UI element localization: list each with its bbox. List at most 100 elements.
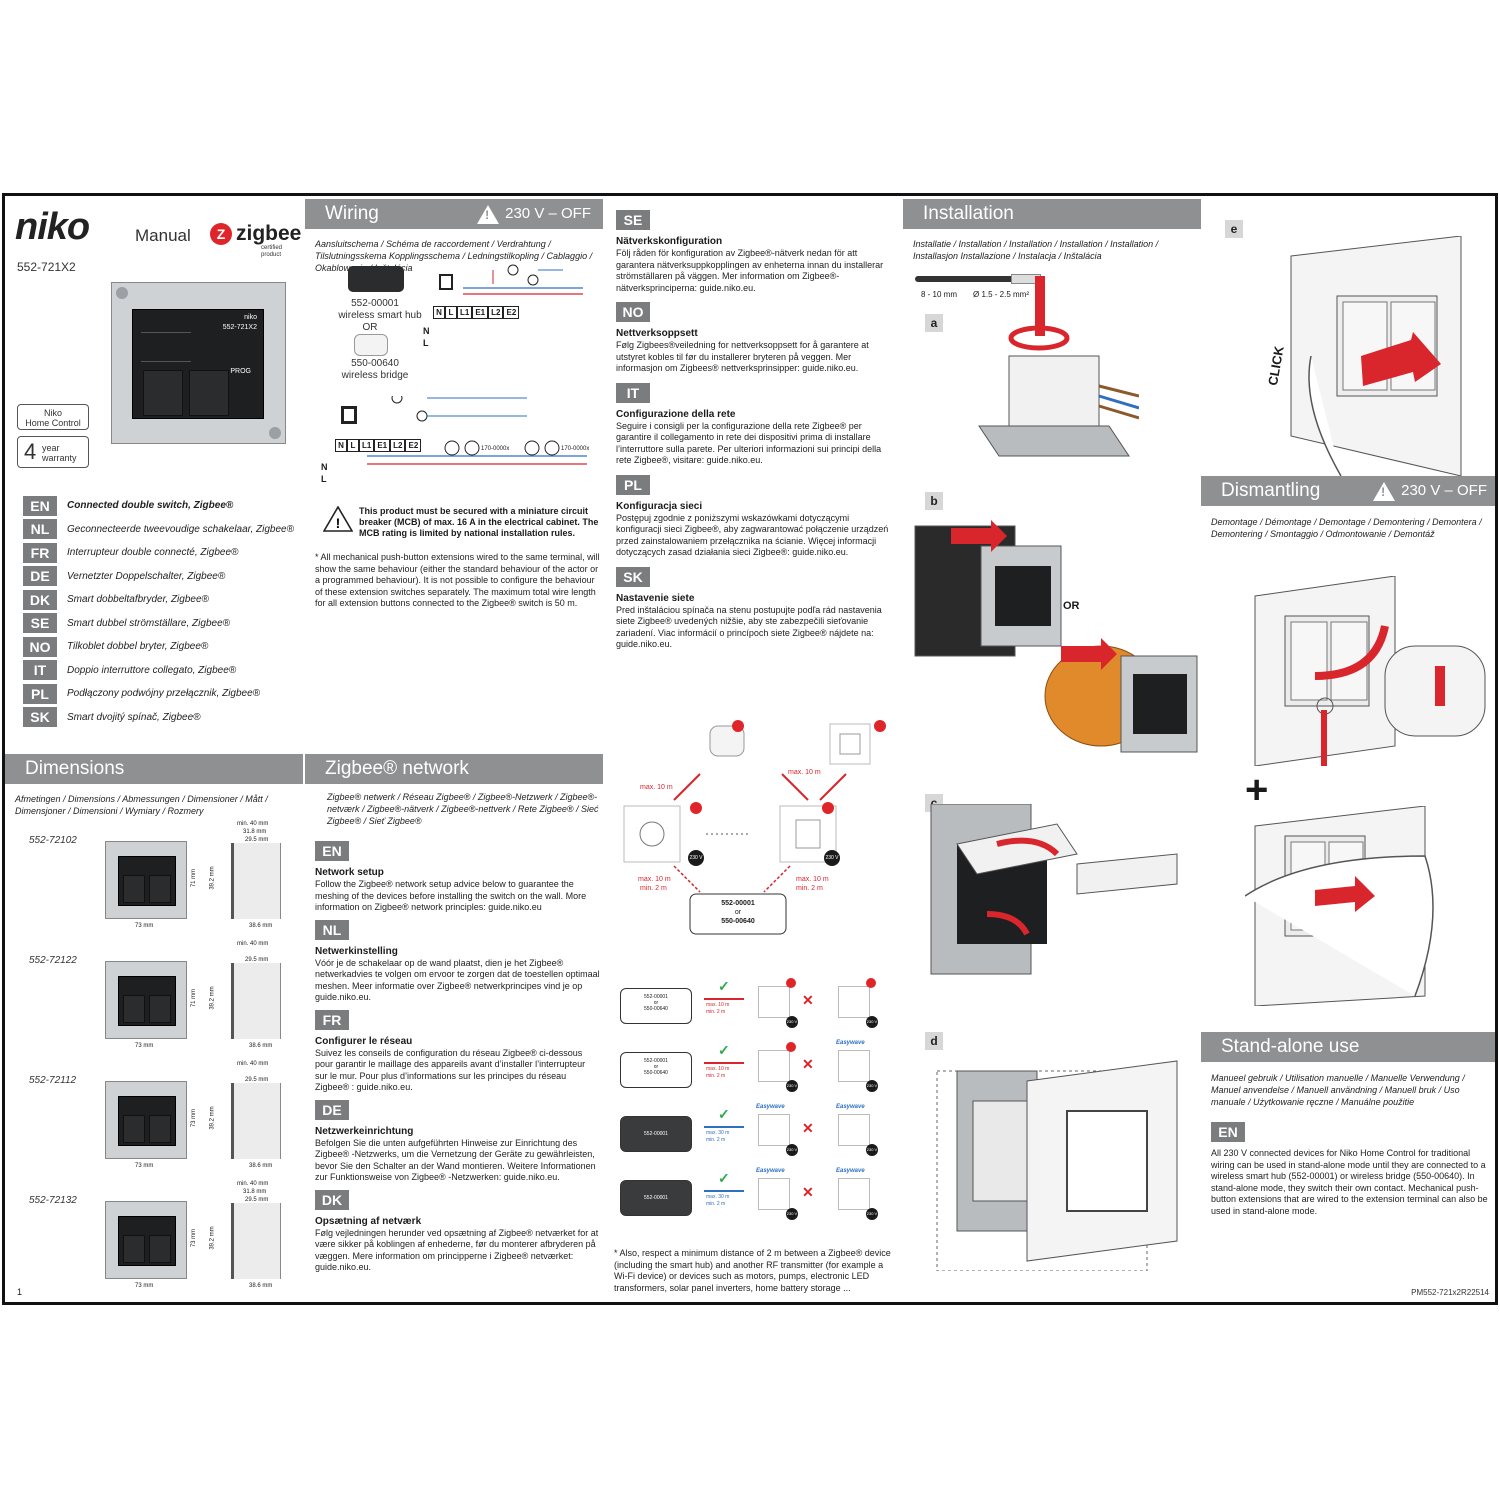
wiring-diagram-bottom bbox=[341, 396, 587, 465]
network-config-text: Følg Zigbees®veiledning for nettverksopp… bbox=[616, 340, 869, 373]
network-config-heading: Configurazione della rete bbox=[616, 408, 736, 420]
variant-left-key bbox=[123, 1115, 145, 1143]
easywave-logo: Easywave bbox=[836, 1104, 865, 1110]
product-name: Smart dvojitý spínač, Zigbee® bbox=[67, 711, 201, 723]
zigbee-certified: certified product bbox=[261, 245, 283, 258]
cross-icon: ✕ bbox=[802, 1120, 814, 1136]
mesh-230v-right: 230 V bbox=[825, 855, 839, 861]
wiring-header: Wiring 230 V – OFF bbox=[305, 199, 603, 229]
variant-front-image bbox=[105, 1081, 187, 1159]
doc-type: Manual bbox=[135, 226, 191, 245]
mesh-bridge-code: 550-00640 bbox=[721, 918, 755, 925]
variant-depth-2: 31.8 mm bbox=[243, 1189, 267, 1195]
lang-code: NL bbox=[315, 919, 349, 940]
brand-logo: niko bbox=[15, 206, 90, 248]
product-name: Smart dobbeltafbryder, Zigbee® bbox=[67, 594, 209, 606]
zigbee-logo: Z zigbee bbox=[210, 222, 301, 246]
lang-code: SK bbox=[616, 566, 650, 587]
dismantling-subtitle: Demontage / Démontage / Demontage / Demo… bbox=[1211, 517, 1482, 539]
wiring-column: Wiring 230 V – OFF Aansluitschema / Sché… bbox=[305, 196, 605, 751]
model-number: 552-721X2 bbox=[17, 260, 76, 274]
dismantling-warning: 230 V – OFF bbox=[1373, 476, 1487, 506]
lang-code: SE bbox=[616, 210, 650, 230]
product-name: Tilkoblet dobbel bryter, Zigbee® bbox=[67, 641, 209, 653]
lang-code: IT bbox=[23, 660, 57, 681]
power-230v-icon: 230 V bbox=[786, 1208, 798, 1220]
variant-depth-1: min. 40 mm bbox=[237, 941, 269, 947]
terminal-l1: L1 bbox=[359, 439, 375, 452]
mesh-hub-code: 552-00001 bbox=[721, 900, 755, 907]
product-name: Vernetzter Doppelschalter, Zigbee® bbox=[67, 570, 226, 582]
bridge-device bbox=[354, 334, 388, 356]
hub-label: wireless smart hub bbox=[338, 310, 422, 321]
product-name: Connected double switch, Zigbee® bbox=[67, 500, 234, 512]
left-rocker bbox=[143, 370, 183, 416]
terminal-l: L bbox=[347, 439, 359, 452]
installation-subtitle: Installatie / Installation / Installatio… bbox=[913, 239, 1159, 261]
variant-height: 73 mm bbox=[191, 1228, 198, 1248]
mesh-row-switch-1 bbox=[758, 986, 790, 1018]
check-icon: ✓ bbox=[718, 1042, 730, 1058]
warranty-years: 4 bbox=[24, 439, 37, 464]
mount-screw-br bbox=[269, 427, 281, 439]
warranty-line-2: warranty bbox=[42, 453, 77, 463]
svg-text:!: ! bbox=[336, 515, 341, 531]
variant-height-2: 39.2 mm bbox=[209, 1226, 216, 1250]
variant-height: 71 mm bbox=[191, 868, 198, 888]
mesh-row-bridge-code: 550-00640 bbox=[644, 1070, 668, 1076]
mesh-row-min: min. 2 m bbox=[706, 1009, 726, 1015]
lang-code: EN bbox=[23, 495, 57, 516]
variant-depth-3: 29.5 mm bbox=[245, 957, 269, 963]
zigbee-network-heading: Opsætning af netværk bbox=[315, 1215, 422, 1227]
mesh-row-switch-1 bbox=[758, 1050, 790, 1082]
device-model: 552-721X2 bbox=[222, 324, 257, 331]
lang-code: FR bbox=[23, 542, 57, 563]
lang-code: IT bbox=[616, 382, 650, 403]
mesh-row-hub: 552-00001 bbox=[620, 1116, 692, 1152]
variant-code: 552-72122 bbox=[29, 955, 77, 966]
power-230v-icon: 230 V bbox=[866, 1208, 878, 1220]
device-brand: niko bbox=[244, 314, 257, 321]
mesh-row-min: min. 2 m bbox=[706, 1137, 726, 1143]
power-230v-icon: 230 V bbox=[786, 1144, 798, 1156]
zigbee-icon bbox=[866, 978, 876, 988]
mesh-row-dist: max. 10 m bbox=[706, 1066, 730, 1072]
variant-code: 552-72102 bbox=[29, 835, 77, 846]
network-config-text: Pred inštaláciou spínača na stenu postup… bbox=[616, 604, 882, 650]
lang-code: PL bbox=[616, 474, 650, 495]
zigbee-word: zigbee bbox=[236, 222, 302, 245]
mesh-max10-left: max. 10 m bbox=[640, 784, 673, 791]
mesh-230v-left: 230 V bbox=[689, 855, 703, 861]
lang-code: NL bbox=[23, 519, 57, 540]
standalone-text: All 230 V connected devices for Niko Hom… bbox=[1211, 1148, 1488, 1216]
mesh-row-min: min. 2 m bbox=[706, 1201, 726, 1207]
variant-width: 73 mm bbox=[135, 1283, 154, 1289]
product-name-row: EN Connected double switch, Zigbee® bbox=[23, 494, 294, 518]
zigbee-network-text: Follow the Zigbee® network setup advice … bbox=[315, 879, 587, 912]
variant-depth-2: 31.8 mm bbox=[243, 829, 267, 835]
mesh-row-switch-2 bbox=[838, 986, 870, 1018]
variant-front-image bbox=[105, 961, 187, 1039]
variant-left-key bbox=[123, 875, 145, 903]
standalone-subtitle: Manueel gebruik / Utilisation manuelle /… bbox=[1211, 1073, 1465, 1107]
n-label-top: N bbox=[423, 326, 430, 336]
step-a-illustration bbox=[978, 276, 1139, 457]
variant-height-2: 39.2 mm bbox=[209, 986, 216, 1010]
mesh-row-dist: max. 30 m bbox=[706, 1130, 730, 1136]
mesh-row-switch-2 bbox=[838, 1114, 870, 1146]
variant-height: 71 mm bbox=[191, 988, 198, 1008]
